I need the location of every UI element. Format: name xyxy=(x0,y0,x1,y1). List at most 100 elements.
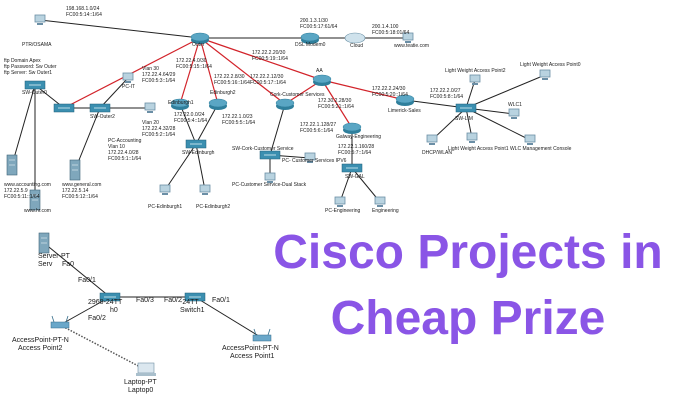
switch-icon-sw0 xyxy=(24,80,46,90)
wireless-link-laptop xyxy=(59,324,147,371)
label-lwap2: Light Weight Access Point2 xyxy=(445,68,506,74)
pc-icon-wlc1 xyxy=(508,108,520,119)
label-acct: www.accounting.com xyxy=(4,182,51,188)
pc-base xyxy=(307,161,313,163)
pc-icon-dhcp xyxy=(426,134,438,145)
pc-screen xyxy=(122,72,134,81)
label-pc_ed2: PC-Edinburgh2 xyxy=(196,204,230,210)
label-ip_b: 172.22.4.32/28 xyxy=(142,126,176,132)
switch-icon-swgal xyxy=(341,163,363,173)
pc-base xyxy=(377,205,383,207)
label-lim_ip: 172.22.2.24/30 xyxy=(372,86,406,92)
pc-icon-eng xyxy=(374,196,386,207)
label-edin2: Edinburgh2 xyxy=(210,90,236,96)
pc-screen xyxy=(264,172,276,181)
switch-icon-swo xyxy=(53,103,75,113)
pc-base xyxy=(405,41,411,43)
server-icon-srv xyxy=(38,232,50,254)
label-fa03: Fa0/3 xyxy=(136,297,154,304)
label-r_ip1: 172.22.4.0/30 xyxy=(176,58,207,64)
link-ed1-swed xyxy=(179,103,197,145)
link-wlc-wlcm xyxy=(465,107,531,141)
router-icon-cork xyxy=(275,98,295,110)
label-isp_b: FC00:5:17:61/64 xyxy=(300,24,337,30)
label-pc_eng: PC-Engineering xyxy=(325,208,361,214)
pc-icon-pceng xyxy=(334,196,346,207)
link-cork-swcork xyxy=(269,103,286,156)
label-wlc1: WLC1 xyxy=(508,102,522,108)
label-cork: Cork-Customer Services xyxy=(270,92,325,98)
devices-group xyxy=(6,14,551,376)
label-server2: Serv xyxy=(38,261,53,268)
pc-base xyxy=(429,143,435,145)
router-top xyxy=(275,98,295,108)
label-outer: Outer xyxy=(192,42,205,48)
laptop-base xyxy=(136,373,156,376)
pc-screen xyxy=(508,108,520,117)
pc-screen xyxy=(374,196,386,205)
link-swgal-pceng xyxy=(339,167,353,203)
label-galway: Galway-Engineering xyxy=(336,134,381,140)
headline-line2: Cheap Prize xyxy=(330,292,606,345)
pc-screen xyxy=(199,184,211,193)
label-wlc: WLC Management Console xyxy=(510,146,572,152)
router-top xyxy=(170,98,190,108)
pc-screen xyxy=(159,184,171,193)
pc-base xyxy=(337,205,343,207)
pc-base xyxy=(267,181,273,183)
label-cloud: Cloud xyxy=(350,43,363,49)
pc-icon-pccork xyxy=(304,152,316,163)
switch-icon-swcork xyxy=(259,150,281,160)
label-domain2: ftp Password: Sw Outer xyxy=(4,64,57,70)
label-r_ip26: FC00:5:16::1/64 xyxy=(214,80,250,86)
label-laptop_b: Laptop0 xyxy=(128,387,153,394)
router-icon-aa xyxy=(312,74,332,86)
label-pc_cork: PC- Customer Services IPV6 xyxy=(282,158,347,164)
pc-icon-lw2 xyxy=(469,74,481,85)
pc-icon-ptr xyxy=(34,14,46,25)
pc-screen xyxy=(304,152,316,161)
ap-antenna xyxy=(267,328,271,336)
label-ip_c: 172.22.4.0/28 xyxy=(108,150,139,156)
pc-icon-lw0 xyxy=(539,69,551,80)
label-domain3: ftp Server: Sw Outer1 xyxy=(4,70,52,76)
link-swed-pced2 xyxy=(195,143,206,191)
pc-icon-pccork2 xyxy=(264,172,276,183)
label-cork_ip6: FC00:5:6::1/64 xyxy=(300,128,333,134)
pc-screen xyxy=(524,134,536,143)
router-top xyxy=(312,74,332,84)
headline-line1: Cisco Projects in xyxy=(273,226,663,279)
label-dhcp: DHCP/WLAN xyxy=(422,150,452,156)
label-gen_ip6: FC00:5:12::1/64 xyxy=(62,194,98,200)
link-s2960-ap2 xyxy=(59,296,111,326)
label-acct_ip6: FC00:5:11::1/64 xyxy=(4,194,40,200)
pc-screen xyxy=(469,74,481,83)
pc-base xyxy=(202,193,208,195)
pc-base xyxy=(511,117,517,119)
headline: Cisco Projects in Cheap Prize xyxy=(258,220,678,352)
label-gal2_ip: 172.22.1.160/28 xyxy=(338,144,374,150)
link-sw2-gen xyxy=(74,107,101,171)
pc-base xyxy=(527,143,533,145)
access-point-icon-ap1 xyxy=(252,328,272,342)
ap-body xyxy=(252,334,272,342)
label-lim2_ip: 172.22.2.0/27 xyxy=(430,88,461,94)
label-sw2960: 2960-24TT xyxy=(88,299,123,306)
label-swg2: SW-Outer2 xyxy=(90,114,115,120)
pc-base xyxy=(542,78,548,80)
switch-icon-swed xyxy=(185,139,207,149)
label-gal_ip: 172.30.2.28/30 xyxy=(318,98,352,104)
label-sw_edin: SW-Edinburgh xyxy=(182,150,215,156)
label-fa02b: Fa0/2 xyxy=(88,315,106,322)
server-icon-gen xyxy=(69,159,81,181)
router-top xyxy=(342,122,362,132)
pc-screen xyxy=(402,32,414,41)
label-gen_ip: 172.22.5.14 xyxy=(62,188,89,194)
pc-icon-pcacc xyxy=(144,102,156,113)
link-red-outer-cork xyxy=(199,37,286,105)
pc-screen xyxy=(334,196,346,205)
label-sw_cork: SW-Cork-Customer Service xyxy=(232,146,294,152)
pc-base xyxy=(162,193,168,195)
switch-icon-sw2 xyxy=(89,103,111,113)
